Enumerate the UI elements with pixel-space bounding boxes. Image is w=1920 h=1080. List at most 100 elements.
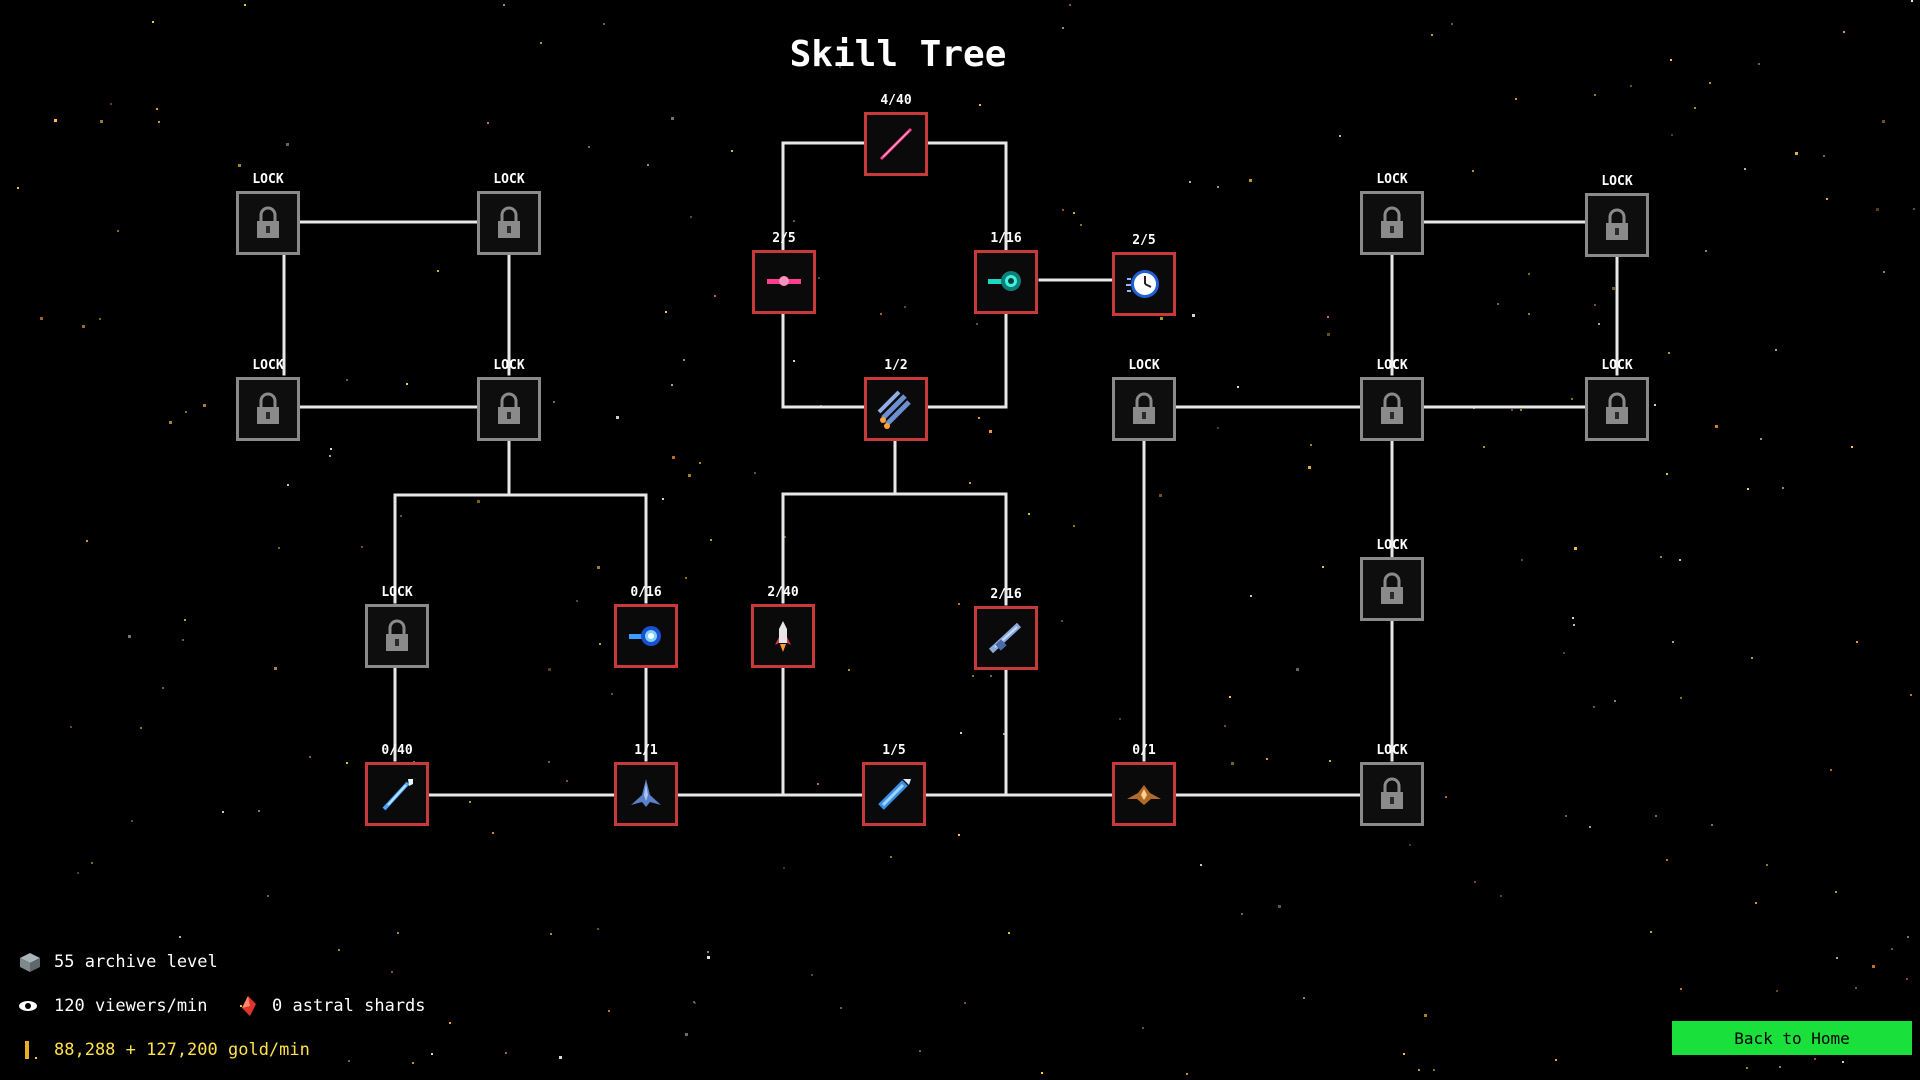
skill-node-locked-tl-a[interactable]: LOCK xyxy=(236,172,300,255)
star xyxy=(1680,988,1682,990)
star xyxy=(665,311,667,313)
skill-node-level: 1/5 xyxy=(882,743,906,758)
star xyxy=(576,600,578,602)
skill-node-drill-gun[interactable]: 1/5 xyxy=(862,743,926,826)
star xyxy=(17,187,19,189)
star xyxy=(1883,271,1885,273)
star xyxy=(794,42,796,44)
star xyxy=(1069,4,1071,6)
skill-node-level: LOCK xyxy=(1376,538,1408,553)
star xyxy=(688,474,691,477)
star xyxy=(1249,179,1252,182)
skill-node-locked-tl-b[interactable]: LOCK xyxy=(477,172,541,255)
skill-node-locked-r-c[interactable]: LOCK xyxy=(1360,358,1424,441)
star xyxy=(1571,398,1573,400)
star xyxy=(346,762,348,764)
star xyxy=(1612,287,1615,290)
star xyxy=(1192,314,1195,317)
skill-node-locked-r-d[interactable]: LOCK xyxy=(1585,358,1649,441)
astral-shards-text: 0 astral shards xyxy=(272,996,426,1016)
skill-node-clock[interactable]: 2/5 xyxy=(1112,233,1176,316)
gold-stat: 88,288 + 127,200 gold/min xyxy=(16,1038,310,1062)
archive-crate-icon xyxy=(20,953,40,972)
star xyxy=(348,1060,350,1062)
star xyxy=(540,42,542,44)
star xyxy=(1520,409,1522,411)
star xyxy=(1856,641,1858,643)
star xyxy=(964,1002,966,1004)
skill-node-bat-ship[interactable]: 0/1 xyxy=(1112,743,1176,826)
star xyxy=(1008,932,1010,934)
star xyxy=(1028,513,1030,515)
star xyxy=(361,546,363,548)
star xyxy=(1303,997,1305,999)
star xyxy=(1573,624,1575,626)
skill-node-level: 4/40 xyxy=(880,93,912,108)
star xyxy=(662,498,664,500)
skill-node-ice-spear[interactable]: 0/40 xyxy=(365,743,429,826)
skill-node-teal-cannon[interactable]: 1/16 xyxy=(974,231,1038,314)
skill-node-locked-tl-d[interactable]: LOCK xyxy=(477,358,541,441)
skill-node-locked-r-a[interactable]: LOCK xyxy=(1360,172,1424,255)
star xyxy=(1906,978,1908,980)
star xyxy=(960,732,962,734)
star xyxy=(597,928,599,930)
star xyxy=(391,971,393,973)
star xyxy=(1003,733,1005,735)
star xyxy=(1907,936,1909,938)
skill-node-locked-r-b[interactable]: LOCK xyxy=(1585,174,1649,257)
star xyxy=(82,325,85,328)
star xyxy=(35,1057,37,1059)
skill-node-level: LOCK xyxy=(1376,743,1408,758)
star xyxy=(431,1053,433,1055)
star xyxy=(972,675,974,677)
rocket-icon xyxy=(775,621,791,652)
star xyxy=(1589,826,1591,828)
pink-laser-icon xyxy=(879,127,913,161)
skill-node-missile-launcher[interactable]: 2/16 xyxy=(974,587,1038,670)
skill-node-locked-r-e[interactable]: LOCK xyxy=(1360,538,1424,621)
archive-level-stat: 55 archive level xyxy=(16,950,218,974)
skill-node-locked-tl-c[interactable]: LOCK xyxy=(236,358,300,441)
star xyxy=(1758,63,1760,65)
skill-node-locked-left[interactable]: LOCK xyxy=(365,585,429,668)
star xyxy=(1598,323,1600,325)
skill-node-locked-r-f[interactable]: LOCK xyxy=(1360,743,1424,826)
skill-node-rocket[interactable]: 2/40 xyxy=(751,585,815,668)
skill-node-pink-laser[interactable]: 4/40 xyxy=(864,93,928,176)
star xyxy=(1680,697,1682,699)
skill-node-missile-volley[interactable]: 1/2 xyxy=(864,358,928,441)
star xyxy=(503,4,505,6)
star xyxy=(1836,957,1838,959)
star xyxy=(1882,120,1885,123)
star xyxy=(1747,488,1749,490)
skill-node-locked-mid[interactable]: LOCK xyxy=(1112,358,1176,441)
star xyxy=(699,462,701,464)
skill-node-fighter-ship[interactable]: 1/1 xyxy=(614,743,678,826)
astral-shard-icon xyxy=(242,996,256,1016)
star xyxy=(1409,844,1411,846)
star xyxy=(597,566,600,569)
star xyxy=(608,1010,610,1012)
skill-node-blue-cannon[interactable]: 0/16 xyxy=(614,585,678,668)
star xyxy=(693,1001,695,1003)
star xyxy=(1119,718,1121,720)
star xyxy=(1500,895,1502,897)
star xyxy=(1668,352,1670,354)
star xyxy=(559,1056,562,1059)
star xyxy=(70,726,72,728)
gold-text: 88,288 + 127,200 gold/min xyxy=(54,1040,310,1060)
star xyxy=(1160,317,1163,320)
back-to-home-button[interactable]: Back to Home xyxy=(1672,1021,1912,1055)
star xyxy=(77,872,79,874)
star xyxy=(1843,31,1845,33)
star xyxy=(437,270,439,272)
star xyxy=(1913,208,1915,210)
star xyxy=(169,421,172,424)
star xyxy=(469,801,471,803)
star xyxy=(958,834,960,836)
lock-icon xyxy=(1381,206,1403,238)
skill-node-pink-beam[interactable]: 2/5 xyxy=(752,231,816,314)
star xyxy=(40,317,43,320)
